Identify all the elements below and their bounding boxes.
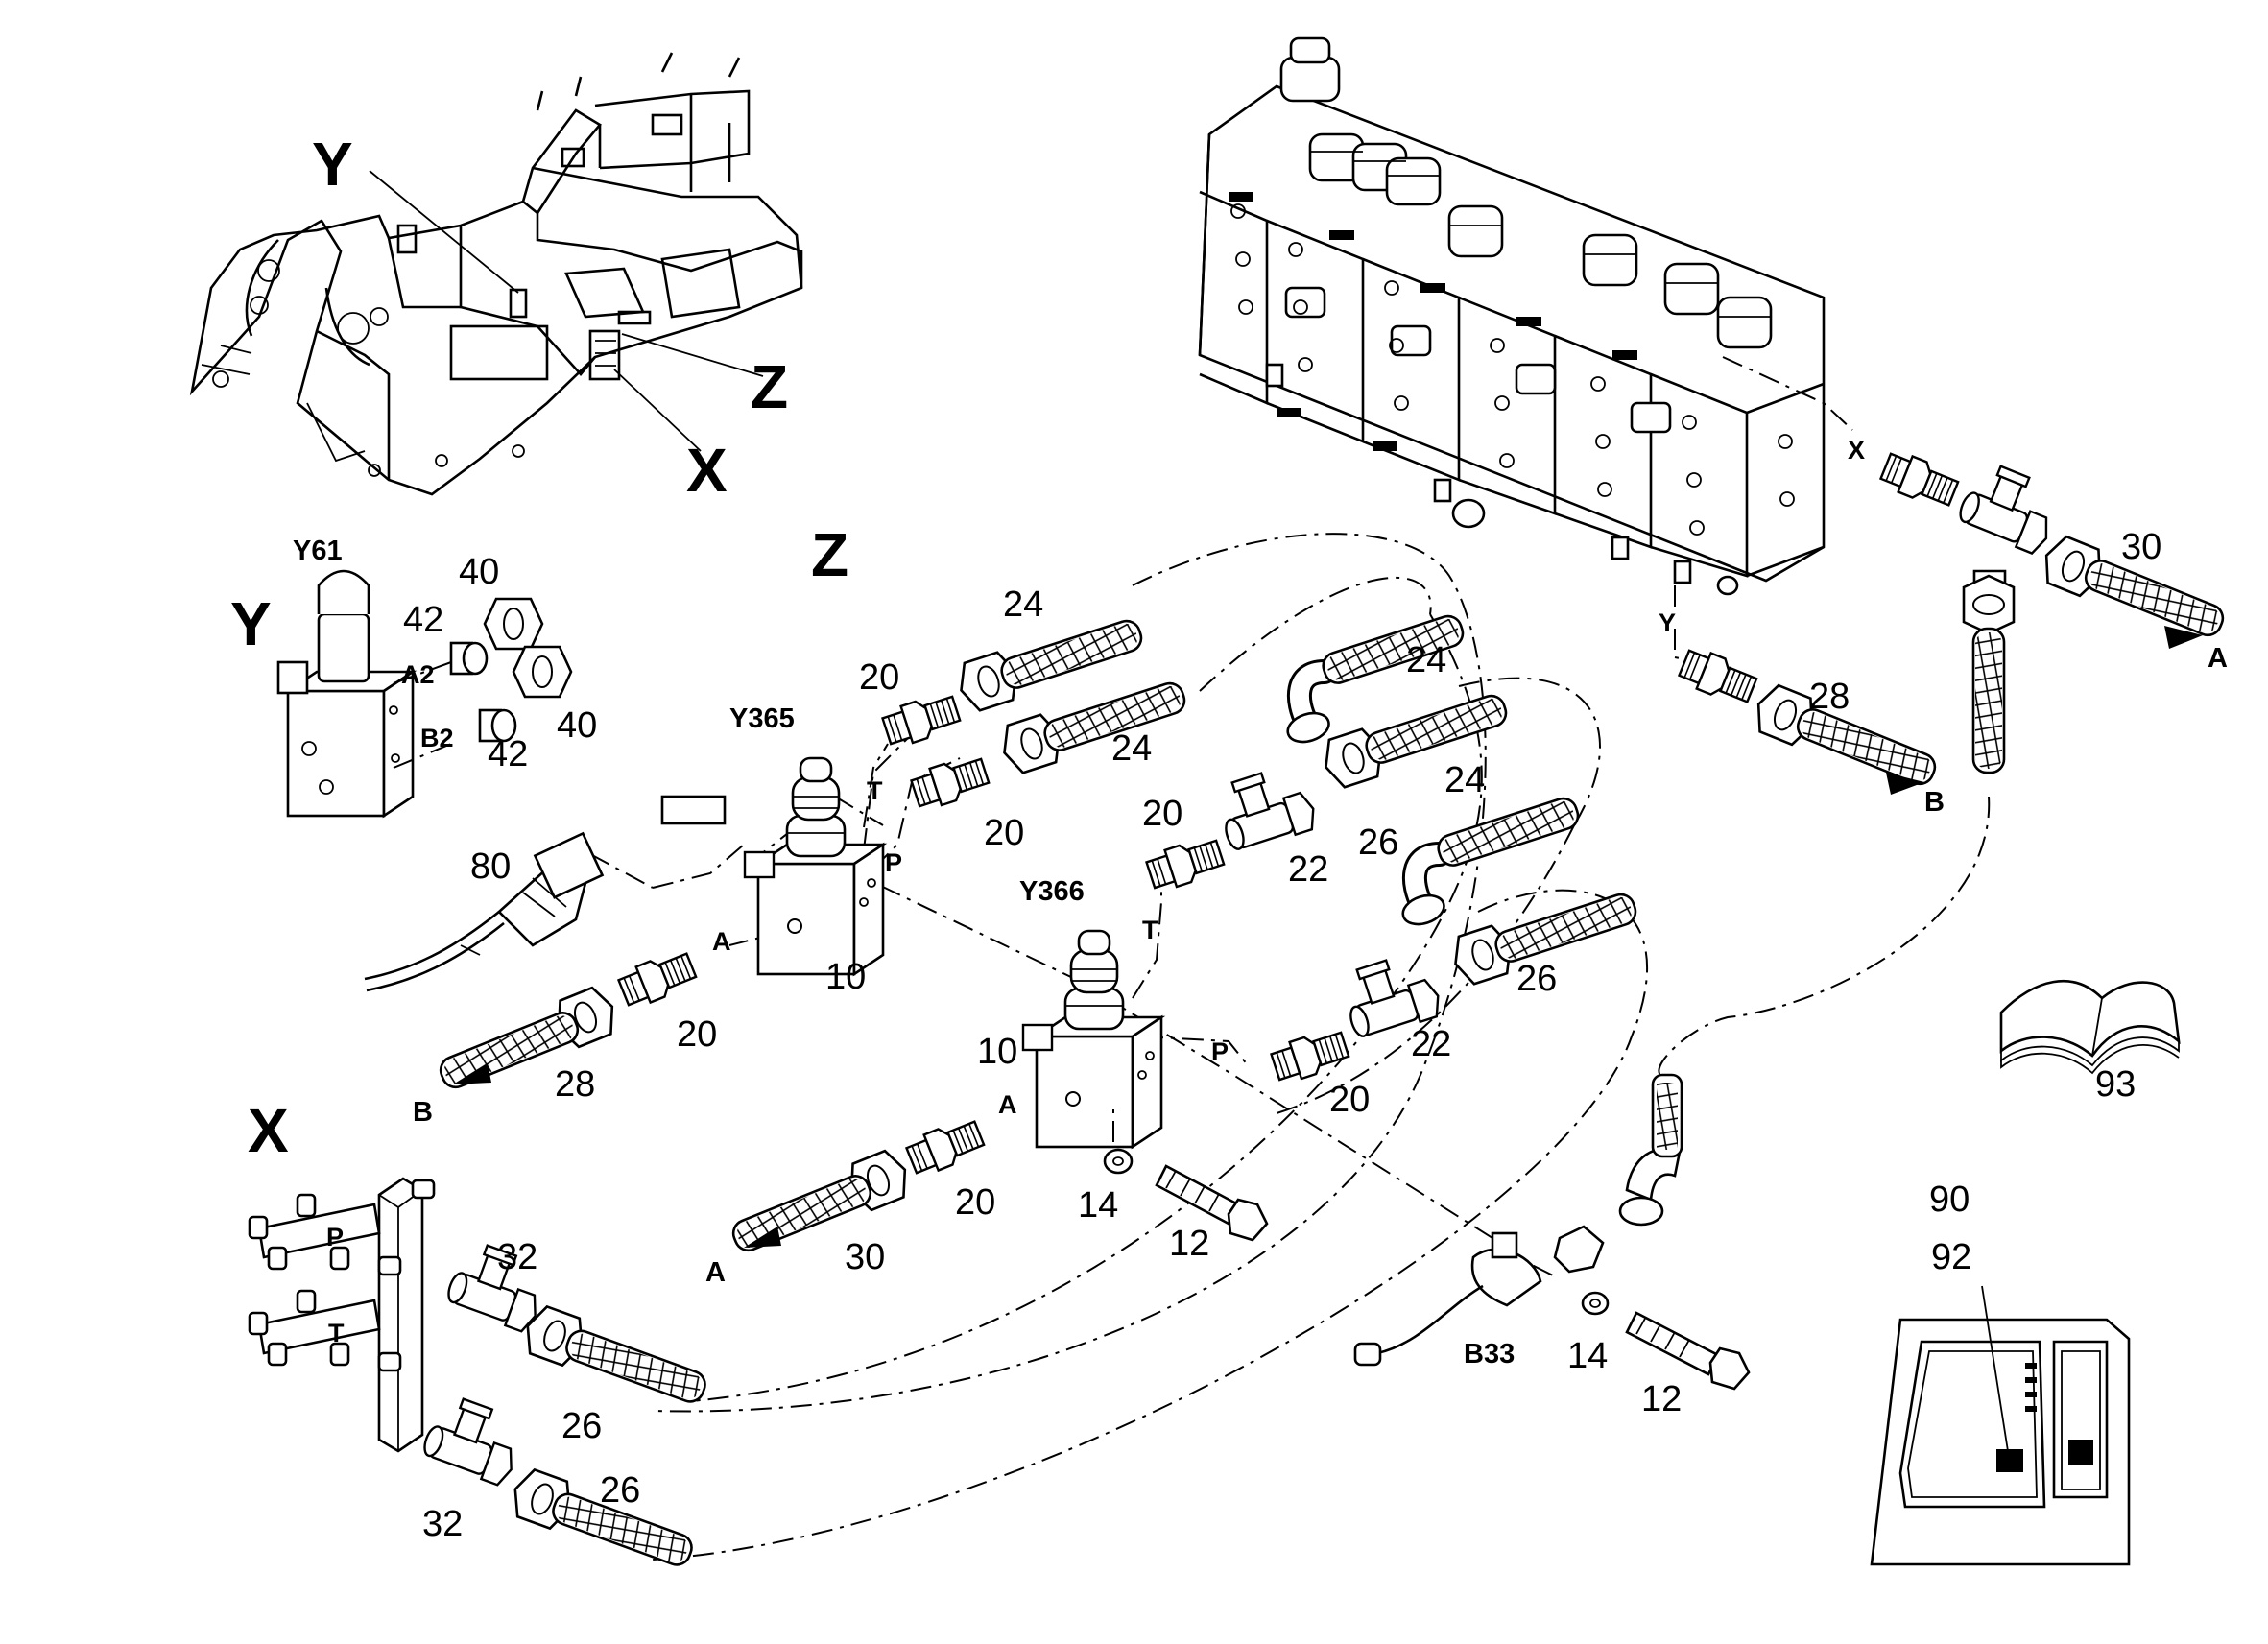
part-number-14-b: 14	[1567, 1336, 1608, 1376]
y61-fittings	[393, 597, 573, 769]
valve-port-label-y: Y	[1659, 608, 1676, 637]
part-number-90: 90	[1929, 1179, 1970, 1220]
connector-plug-y365	[660, 795, 727, 825]
port-label-p-y365: P	[885, 848, 902, 877]
part-number-93: 93	[2095, 1064, 2136, 1105]
port-label-t-y366: T	[1142, 916, 1158, 944]
fittings-x-upper	[442, 1236, 710, 1407]
fitting-y-line	[1676, 644, 1941, 795]
part-number-80: 80	[470, 846, 511, 887]
part-number-26-b: 26	[1516, 959, 1557, 999]
frame-callout-y: Y	[312, 130, 353, 199]
arrow-label-b-right: B	[1924, 787, 1945, 818]
part-number-14-a: 14	[1078, 1185, 1118, 1226]
part-number-20-a: 20	[859, 657, 899, 698]
component-label-b33: B33	[1464, 1339, 1515, 1370]
component-label-y365: Y365	[729, 703, 795, 734]
port-label-t-y365: T	[867, 776, 883, 805]
part-number-24-a: 24	[1003, 584, 1043, 625]
fittings-y366-p	[1268, 890, 1640, 1086]
part-number-30-top: 30	[2121, 527, 2161, 567]
view-label-y: Y	[230, 589, 272, 658]
part-number-40-lower: 40	[557, 705, 597, 746]
part-number-24-d: 24	[1444, 760, 1485, 800]
part-number-26-a: 26	[1358, 822, 1398, 863]
part-number-20-c: 20	[1142, 794, 1182, 834]
arrow-label-b-left: B	[413, 1097, 433, 1128]
part-number-10-y365: 10	[825, 957, 866, 997]
view-label-z: Z	[811, 520, 848, 589]
port-label-a-y365: A	[712, 927, 731, 956]
view-label-x: X	[248, 1096, 289, 1165]
port-label-p-y366: P	[1211, 1037, 1229, 1066]
part-number-20-d: 20	[677, 1014, 717, 1055]
part-number-22-a: 22	[1288, 849, 1328, 890]
port-label-t-manifold: T	[328, 1319, 345, 1347]
part-number-40-upper: 40	[459, 552, 499, 592]
part-number-30-bottom: 30	[845, 1237, 885, 1277]
part-number-32-upper: 32	[497, 1237, 537, 1277]
arrow-label-a-right: A	[2208, 643, 2228, 674]
cable-connector-80	[364, 831, 605, 992]
port-label-p-manifold: P	[326, 1223, 344, 1251]
part-number-26-lower: 26	[600, 1470, 640, 1511]
part-number-22-b: 22	[1411, 1024, 1451, 1064]
washer-and-bolt-y366	[1103, 1104, 1269, 1242]
fitting-x-line	[1877, 447, 2229, 774]
frame-callout-x: X	[686, 436, 728, 505]
manifold-block-x	[248, 1177, 436, 1453]
component-label-y61: Y61	[293, 536, 343, 566]
machine-frame-overview	[189, 52, 803, 496]
port-label-a2: A2	[401, 660, 435, 689]
part-number-28-right: 28	[1809, 677, 1850, 717]
pressure-sensor-b33	[1353, 1231, 1542, 1367]
arrow-label-a-left: A	[705, 1257, 726, 1288]
frame-callout-z: Z	[751, 352, 788, 421]
part-number-42-lower: 42	[488, 734, 528, 774]
fittings-y366-a	[728, 1114, 988, 1256]
part-number-12-b: 12	[1641, 1379, 1682, 1419]
part-number-20-b: 20	[984, 813, 1024, 853]
part-number-92: 92	[1931, 1237, 1971, 1277]
part-number-20-e: 20	[1329, 1080, 1370, 1120]
part-number-24-b: 24	[1111, 728, 1152, 769]
fittings-y365-a	[435, 946, 700, 1093]
valve-port-label-x: X	[1848, 436, 1865, 465]
part-number-10-y366: 10	[977, 1032, 1017, 1072]
manual-book-icon	[1999, 979, 2181, 1075]
fittings-b33	[1553, 1073, 1751, 1391]
part-number-26-upper: 26	[561, 1406, 602, 1446]
part-number-32-lower: 32	[422, 1504, 463, 1544]
port-label-b2: B2	[420, 724, 454, 752]
part-number-24-c: 24	[1406, 640, 1446, 680]
part-number-42-upper: 42	[403, 600, 443, 640]
component-label-y366: Y366	[1019, 876, 1085, 907]
decal-panel	[1870, 1285, 2131, 1566]
main-control-valve-block	[1198, 36, 1853, 663]
part-number-20-f: 20	[955, 1182, 995, 1223]
solenoid-valve-y61	[276, 569, 418, 819]
part-number-28-left: 28	[555, 1064, 595, 1105]
solenoid-valve-y365	[743, 756, 885, 976]
port-label-a-y366: A	[998, 1090, 1017, 1119]
part-number-12-a: 12	[1169, 1224, 1209, 1264]
